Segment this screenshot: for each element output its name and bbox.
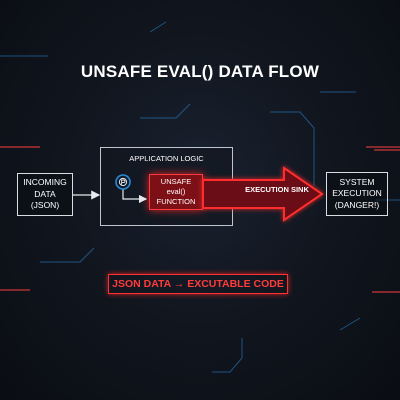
execution-sink-label: EXECUTION SINK	[245, 185, 309, 194]
warning-banner: JSON DATA → EXCUTABLE CODE	[108, 274, 288, 294]
unsafe-fn-line-1: UNSAFE	[160, 177, 192, 186]
system-line-1: SYSTEM	[339, 176, 375, 187]
system-line-3: (DANGER!)	[334, 199, 380, 210]
system-line-2: EXECUTION	[332, 188, 382, 199]
incoming-line-1: INCOMING	[23, 177, 67, 188]
incoming-data-node: INCOMING DATA (JSON)	[17, 173, 73, 216]
incoming-line-3: (JSON)	[30, 200, 60, 211]
incoming-line-2: DATA	[34, 188, 56, 199]
unsafe-fn-line-3: FUNCTION	[156, 197, 196, 206]
diagram-title: UNSAFE EVAL() DATA FLOW	[80, 62, 320, 81]
application-logic-label: APPLICATION LOGIC	[129, 154, 204, 163]
system-execution-node: SYSTEM EXECUTION (DANGER!)	[326, 172, 388, 216]
unsafe-fn-line-2: eval()	[166, 187, 186, 196]
unsafe-eval-function-node: UNSAFE eval() FUNCTION	[149, 174, 203, 210]
